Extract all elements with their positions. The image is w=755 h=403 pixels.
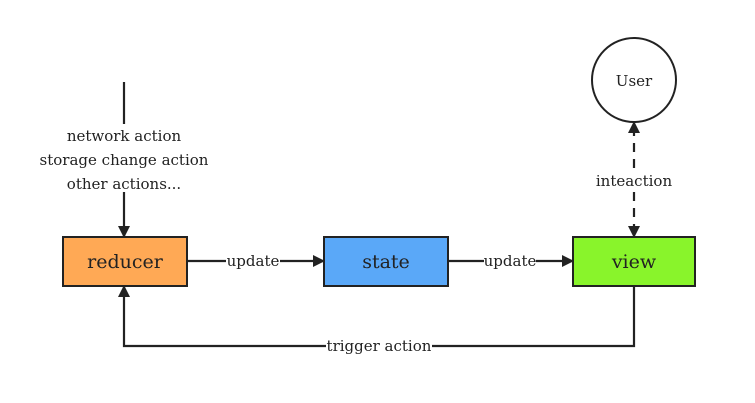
view-node: view: [572, 236, 696, 287]
view-to-reducer-edge-left: [118, 285, 326, 348]
state-to-view-label: update: [484, 252, 537, 270]
reducer-node: reducer: [62, 236, 188, 287]
input-network-action: network action: [67, 127, 182, 145]
view-to-reducer-edge-right: [432, 286, 636, 348]
view-to-user-label: inteaction: [596, 172, 673, 190]
view-to-reducer-label: trigger action: [327, 337, 432, 355]
user-node: User: [591, 37, 677, 123]
view-label: view: [611, 251, 657, 273]
state-label: state: [362, 251, 410, 273]
input-storage-change-action: storage change action: [40, 151, 209, 169]
user-label: User: [616, 72, 653, 90]
state-node: state: [323, 236, 449, 287]
input-other-actions: other actions...: [67, 175, 181, 193]
reducer-label: reducer: [87, 251, 164, 273]
reducer-to-state-label: update: [227, 252, 280, 270]
